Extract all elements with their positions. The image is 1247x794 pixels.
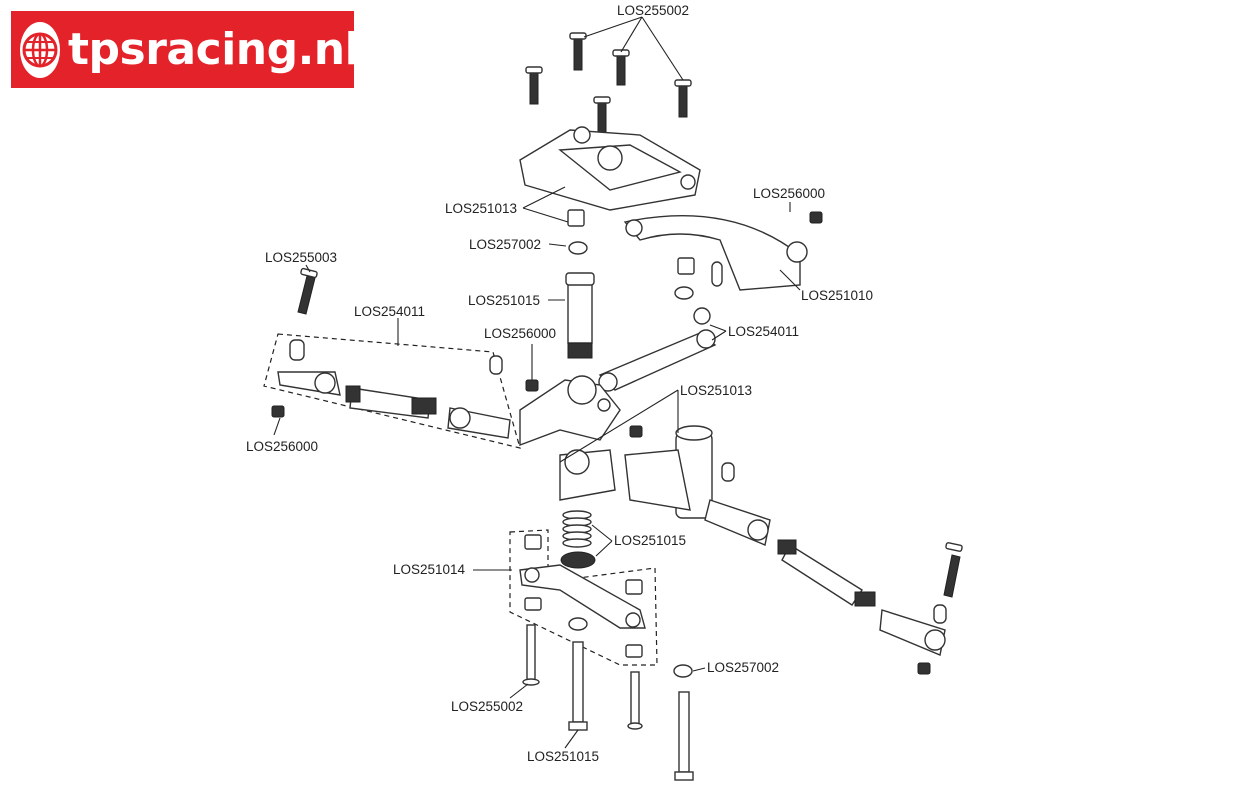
label-spacer-top: LOS257002	[469, 237, 541, 252]
top-plate-part	[519, 126, 701, 211]
label-nut-right-top: LOS256000	[753, 186, 825, 201]
label-brace: LOS251010	[801, 288, 873, 303]
drag-link-group-outline	[509, 529, 658, 666]
label-screw-left: LOS255003	[265, 250, 337, 265]
turnbuckle-right-part	[704, 499, 946, 656]
steering-post-part	[565, 272, 595, 359]
label-linkage-right: LOS254011	[728, 324, 799, 339]
bellcrank-part	[519, 375, 621, 501]
ball-stud-part	[597, 398, 611, 412]
brace-part	[623, 215, 808, 291]
ball-stud-part	[693, 307, 711, 325]
logo-text: tpsracing.nl	[68, 24, 360, 75]
label-bushing-top: LOS251013	[445, 201, 517, 216]
label-spacer-bottom: LOS257002	[707, 660, 779, 675]
bushing-part	[677, 257, 695, 275]
bearing-part	[560, 551, 596, 569]
bushing-part	[567, 209, 585, 227]
spring-part	[562, 510, 592, 548]
bushing-part	[524, 534, 542, 550]
bushing-part	[625, 579, 643, 595]
label-screw-bottom: LOS255002	[451, 699, 523, 714]
spacer-part	[568, 617, 588, 631]
steering-link-right-part	[598, 329, 717, 392]
screw-part-right	[943, 542, 963, 598]
label-nut-mid: LOS256000	[484, 326, 556, 341]
bushing-part	[524, 597, 542, 611]
bushing-part	[625, 644, 643, 658]
bottom-pins-part	[522, 624, 694, 781]
spacer-part	[568, 241, 588, 255]
nut-part	[271, 405, 285, 418]
turnbuckle-left-part	[277, 339, 511, 439]
linkage-group-outline	[263, 333, 521, 449]
globe-icon	[20, 21, 60, 78]
leader-lines	[273, 16, 801, 749]
screw-part-left	[297, 267, 318, 315]
spacer-part	[673, 664, 693, 678]
label-linkage-left: LOS254011	[354, 304, 425, 319]
drag-link-part	[519, 564, 646, 629]
ball-part	[721, 462, 735, 482]
servo-saver-part	[624, 425, 713, 519]
tpsracing-logo[interactable]: tpsracing.nl	[11, 11, 360, 88]
label-bellcrank: LOS251013	[680, 383, 752, 398]
label-nut-left: LOS256000	[246, 439, 318, 454]
nut-part	[525, 379, 539, 392]
label-post-bottom: LOS251015	[527, 749, 599, 764]
nut-part	[629, 425, 643, 438]
label-spring: LOS251015	[614, 533, 686, 548]
label-post-top: LOS251015	[468, 293, 540, 308]
ball-part	[933, 604, 947, 624]
screw-parts-top	[525, 32, 692, 133]
spacer-part	[674, 286, 694, 300]
label-drag-link: LOS251014	[393, 562, 466, 577]
label-screws-top: LOS255002	[617, 3, 689, 18]
nut-part	[917, 662, 931, 675]
nut-part	[809, 211, 823, 224]
